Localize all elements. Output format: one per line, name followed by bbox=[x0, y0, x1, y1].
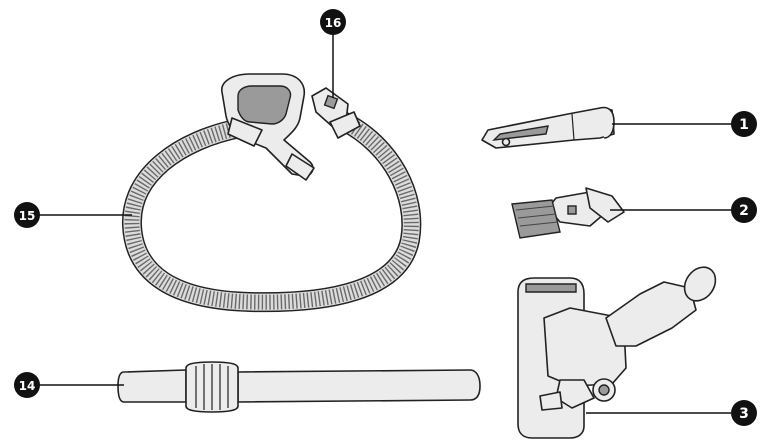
callout-15: 15 bbox=[14, 202, 40, 228]
callout-label: 14 bbox=[19, 379, 36, 393]
crevice-tool bbox=[481, 106, 615, 149]
callout-3: 3 bbox=[731, 400, 757, 426]
floor-nozzle bbox=[517, 266, 717, 439]
callout-14: 14 bbox=[14, 372, 40, 398]
callout-label: 2 bbox=[739, 203, 749, 219]
callout-label: 16 bbox=[325, 16, 342, 30]
dusting-brush bbox=[511, 187, 625, 239]
callout-label: 15 bbox=[19, 209, 36, 223]
hose-handle bbox=[221, 73, 315, 181]
callout-1: 1 bbox=[731, 111, 757, 137]
callout-2: 2 bbox=[731, 197, 757, 223]
callout-16: 16 bbox=[320, 9, 346, 35]
flexible-hose bbox=[122, 112, 422, 313]
callout-label: 3 bbox=[739, 406, 749, 422]
callout-label: 1 bbox=[739, 117, 749, 133]
extension-wand bbox=[117, 361, 481, 413]
hose-connector bbox=[311, 87, 361, 139]
